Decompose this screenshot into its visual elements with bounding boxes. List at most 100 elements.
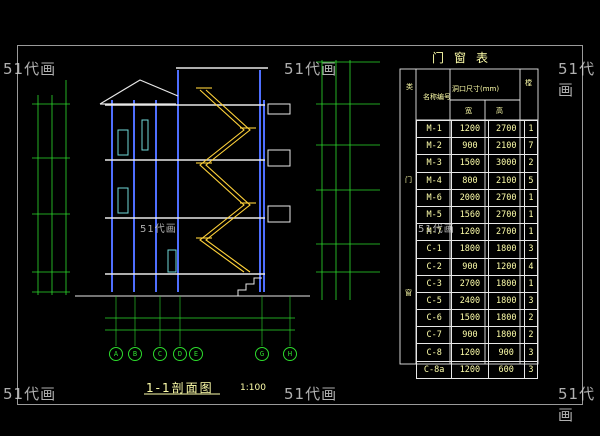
watermark-mid-right: 51代画 (418, 224, 455, 235)
table-cell-name: C-8 (415, 343, 453, 362)
table-cell-h: 1800 (487, 240, 525, 259)
table-cell-w: 1200 (451, 119, 489, 139)
table-cell-n: 3 (523, 360, 539, 379)
table-cell-w: 900 (451, 137, 489, 156)
table-cell-n: 1 (523, 223, 539, 242)
watermark-bottom-center: 51代画 (284, 385, 338, 403)
table-cell-w: 2000 (451, 188, 489, 207)
table-group-door: 门 (405, 176, 412, 184)
table-cell-w: 1200 (451, 360, 489, 379)
table-cell-h: 1800 (487, 326, 525, 345)
watermark-top-center: 51代画 (284, 60, 338, 78)
table-cell-h: 2100 (487, 137, 525, 156)
left-dimension-lines (32, 80, 70, 295)
table-cell-h: 1800 (487, 309, 525, 328)
table-cell-n: 3 (523, 343, 539, 362)
table-cell-n: 5 (523, 171, 539, 190)
table-cell-h: 2700 (487, 223, 525, 242)
axis-bubble-c: C (153, 347, 167, 361)
table-cell-n: 4 (523, 257, 539, 276)
table-cell-h: 1200 (487, 257, 525, 276)
table-cell-name: C-1 (415, 240, 453, 259)
table-header-width: 宽 (465, 107, 472, 115)
staircase (196, 87, 256, 273)
table-cell-n: 1 (523, 274, 539, 293)
drawing-frame (17, 45, 583, 405)
table-cell-n: 3 (523, 240, 539, 259)
table-cell-h: 2700 (487, 119, 525, 139)
table-cell-name: M-3 (415, 154, 453, 173)
watermark-bottom-left: 51代画 (3, 385, 57, 403)
table-cell-name: C-2 (415, 257, 453, 276)
table-cell-name: C-6 (415, 309, 453, 328)
table-cell-w: 1560 (451, 205, 489, 225)
table-cell-n: 2 (523, 326, 539, 345)
watermark-top-right: 51代画 (558, 60, 596, 99)
table-header-height: 高 (496, 107, 503, 115)
axis-bubble-b: B (128, 347, 142, 361)
table-cell-h: 2700 (487, 188, 525, 207)
axis-bubble-e: E (189, 347, 203, 361)
watermark-mid-center: 51代画 (140, 224, 177, 235)
axis-leaders (115, 296, 291, 346)
table-cell-name: M-2 (415, 137, 453, 156)
openings (117, 119, 177, 273)
axis-bubble-a: A (109, 347, 123, 361)
axis-bubble-g: G (255, 347, 269, 361)
balconies (267, 103, 291, 223)
table-header-count: 樘 (525, 79, 532, 87)
table-cell-name: M-4 (415, 171, 453, 190)
table-cell-name: C-8a (415, 360, 453, 379)
table-cell-w: 900 (451, 326, 489, 345)
table-cell-w: 2700 (451, 274, 489, 293)
table-cell-w: 1200 (451, 223, 489, 242)
roof (99, 79, 179, 105)
watermark-bottom-right: 51代画 (558, 385, 596, 424)
table-cell-w: 2400 (451, 291, 489, 311)
table-cell-w: 1800 (451, 240, 489, 259)
table-cell-name: C-5 (415, 291, 453, 311)
table-title: 门窗表 (431, 51, 498, 65)
section-title: 1-1剖面图 (146, 381, 214, 395)
table-cell-w: 900 (451, 257, 489, 276)
table-cell-name: C-7 (415, 326, 453, 345)
right-dimension-lines (316, 60, 380, 300)
table-cell-n: 3 (523, 291, 539, 311)
table-cell-n: 1 (523, 119, 539, 139)
table-header-name: 名称编号 (423, 93, 451, 101)
building-walls (111, 70, 265, 292)
table-cell-n: 1 (523, 188, 539, 207)
axis-bubble-d: D (173, 347, 187, 361)
table-header-size: 洞口尺寸(mm) (452, 85, 500, 93)
table-cell-w: 1500 (451, 154, 489, 173)
bottom-dimension-line (105, 317, 295, 331)
table-cell-w: 800 (451, 171, 489, 190)
table-cell-n: 2 (523, 309, 539, 328)
table-cell-h: 2100 (487, 171, 525, 190)
table-cell-h: 600 (487, 360, 525, 379)
table-cell-w: 1500 (451, 309, 489, 328)
axis-bubble-h: H (283, 347, 297, 361)
table-cell-h: 2700 (487, 205, 525, 225)
table-cell-h: 900 (487, 343, 525, 362)
table-cell-h: 1800 (487, 291, 525, 311)
watermark-top-left: 51代画 (3, 60, 57, 78)
table-cell-name: M-1 (415, 119, 453, 139)
table-cell-h: 1800 (487, 274, 525, 293)
entry-steps (237, 277, 262, 296)
table-header-type: 类 (406, 83, 413, 91)
table-group-window: 窗 (405, 289, 412, 297)
